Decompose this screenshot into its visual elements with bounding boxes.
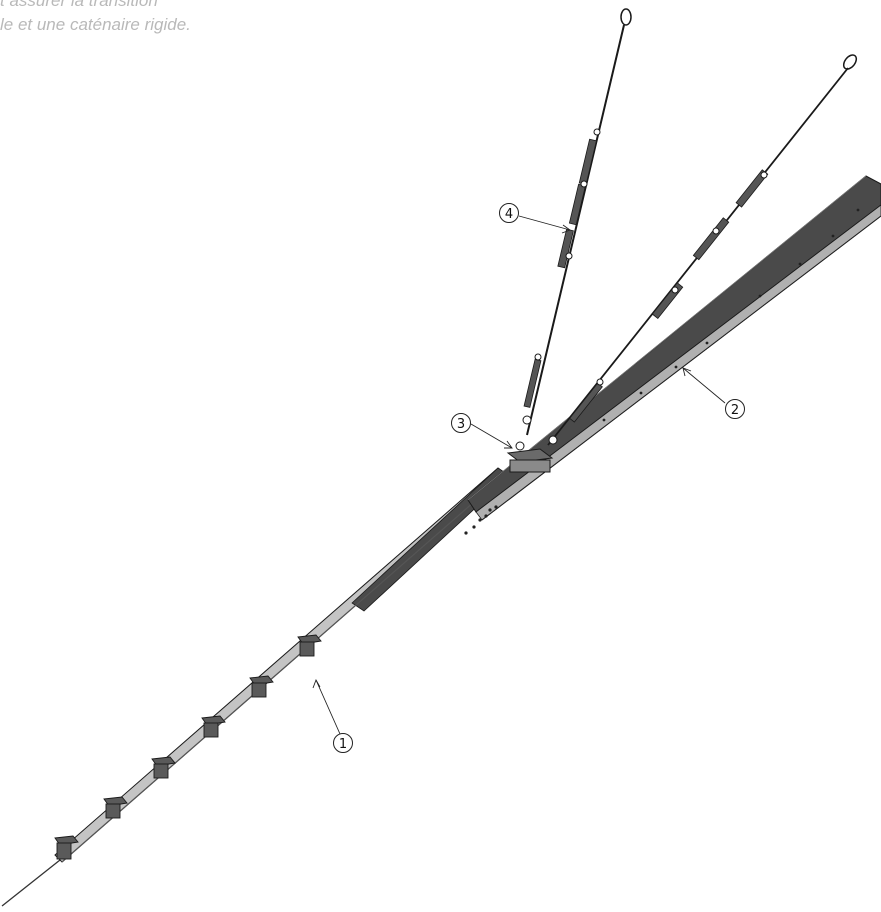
support-brackets [54,634,322,860]
callout-1: 1 [333,733,353,753]
callout-3: 3 [451,413,471,433]
callout-2-label: 2 [731,403,739,418]
tension-rod-right [547,54,858,446]
caption-line-2: le et une caténaire rigide. [0,15,191,34]
callout-1-label: 1 [339,737,347,752]
bracket-1 [54,835,79,860]
bracket-6 [297,634,322,657]
rivet-holes [464,208,860,535]
callout-4-label: 4 [505,207,513,222]
feeder-wire [1,859,61,907]
bracket-3 [151,756,176,779]
bracket-2 [103,796,128,819]
callout-4: 4 [499,203,519,223]
caption-line-1: t assurer la transition [0,0,158,10]
callout-2: 2 [725,399,745,419]
callout-3-label: 3 [457,417,465,432]
bracket-4 [201,715,226,738]
bracket-5 [249,675,274,698]
anchor-clamp [506,441,554,473]
transition-profile [467,175,881,521]
callout-leaders [312,215,726,735]
